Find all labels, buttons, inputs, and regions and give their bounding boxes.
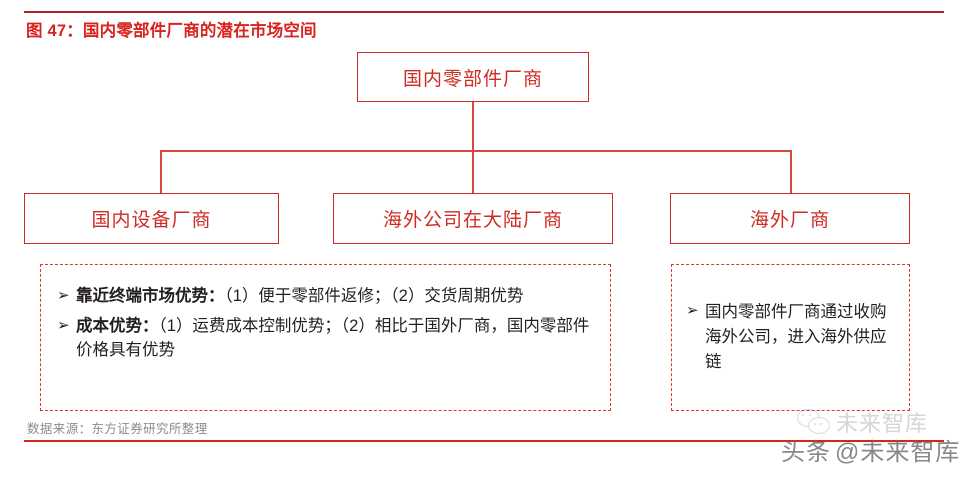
list-item: ➢ 成本优势：（1）运费成本控制优势；（2）相比于国外厂商，国内零部件价格具有优… bbox=[57, 315, 596, 363]
list-item: ➢ 靠近终端市场优势：（1）便于零部件返修；（2）交货周期优势 bbox=[57, 285, 596, 309]
detail-box-right: ➢ 国内零部件厂商通过收购海外公司，进入海外供应链 bbox=[671, 264, 910, 411]
bullet-lead: 靠近终端市场优势： bbox=[76, 287, 225, 305]
watermark-app-name: 头条 bbox=[781, 439, 831, 466]
list-item: ➢ 国内零部件厂商通过收购海外公司，进入海外供应链 bbox=[686, 300, 899, 374]
connector-horizontal-bus bbox=[160, 150, 791, 152]
bullet-rest: （1）便于零部件返修；（2）交货周期优势 bbox=[224, 287, 524, 305]
node-child-overseas: 海外厂商 bbox=[670, 193, 910, 244]
watermark-handle: @未来智库 bbox=[835, 439, 961, 466]
connector-root-stem bbox=[472, 102, 474, 151]
node-child-overseas-mainland: 海外公司在大陆厂商 bbox=[333, 193, 613, 244]
footer-divider bbox=[24, 440, 944, 443]
figure-title: 图 47：国内零部件厂商的潜在市场空间 bbox=[26, 22, 317, 40]
detail-right-bullet-list: ➢ 国内零部件厂商通过收购海外公司，进入海外供应链 bbox=[672, 265, 909, 374]
watermark-attribution: 头条 @未来智库 bbox=[781, 432, 960, 467]
detail-box-left: ➢ 靠近终端市场优势：（1）便于零部件返修；（2）交货周期优势 ➢ 成本优势：（… bbox=[40, 264, 611, 411]
chat-bubble-icon bbox=[797, 409, 831, 435]
connector-drop-child-2 bbox=[472, 150, 474, 194]
bullet-arrow-icon: ➢ bbox=[686, 302, 699, 319]
bullet-text: 成本优势：（1）运费成本控制优势；（2）相比于国外厂商，国内零部件价格具有优势 bbox=[76, 315, 596, 363]
bullet-lead: 成本优势： bbox=[76, 316, 159, 335]
node-child-domestic-equipment: 国内设备厂商 bbox=[24, 193, 279, 244]
bullet-rest: （1）运费成本控制优势；（2）相比于国外厂商，国内零部件价格具有优势 bbox=[76, 316, 590, 359]
header-divider bbox=[24, 11, 944, 13]
bullet-arrow-icon: ➢ bbox=[57, 287, 70, 304]
node-root: 国内零部件厂商 bbox=[357, 52, 589, 102]
bullet-text: 国内零部件厂商通过收购海外公司，进入海外供应链 bbox=[705, 303, 887, 371]
bullet-text: 靠近终端市场优势：（1）便于零部件返修；（2）交货周期优势 bbox=[76, 285, 596, 309]
connector-drop-child-1 bbox=[160, 150, 162, 194]
bullet-arrow-icon: ➢ bbox=[57, 316, 70, 334]
connector-drop-child-3 bbox=[790, 150, 792, 194]
detail-left-bullet-list: ➢ 靠近终端市场优势：（1）便于零部件返修；（2）交货周期优势 ➢ 成本优势：（… bbox=[41, 265, 610, 363]
source-note: 数据来源：东方证券研究所整理 bbox=[27, 422, 208, 436]
